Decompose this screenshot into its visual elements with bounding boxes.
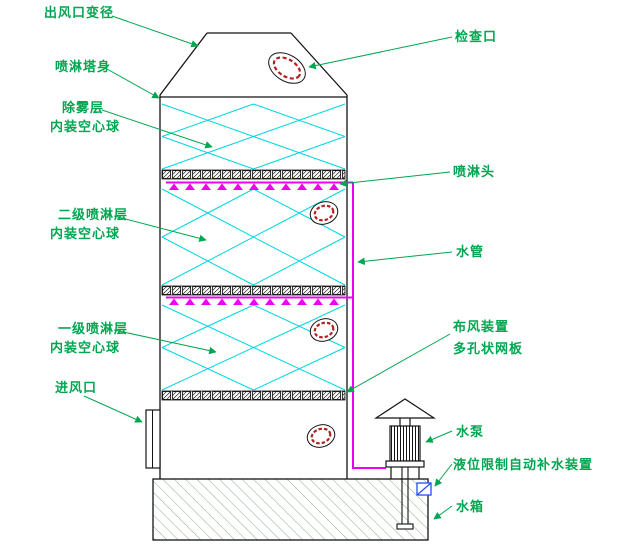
lattice-line xyxy=(161,304,346,391)
inspection-port-top xyxy=(268,52,306,84)
label-secondary-fill: 内装空心球 xyxy=(50,226,120,241)
leader-water-pump xyxy=(425,430,453,443)
leader-primary-layer xyxy=(113,329,217,355)
lattice-line xyxy=(253,136,346,170)
pump-vent-cap xyxy=(373,398,437,419)
leader-secondary-layer xyxy=(113,215,207,242)
port-outer-ring xyxy=(268,52,306,84)
leader-inspection-port xyxy=(308,36,453,70)
label-auto-refill: 液位限制自动补水装置 xyxy=(453,457,593,472)
label-inspection-port: 检查口 xyxy=(455,29,497,44)
inspection-ports xyxy=(268,52,339,448)
label-primary-fill: 内装空心球 xyxy=(50,340,120,355)
lattice-line xyxy=(161,188,346,286)
leader-water-pipe xyxy=(357,251,453,266)
label-spray-head: 喷淋头 xyxy=(453,164,495,179)
outlet-reducer-left-slope xyxy=(159,32,208,96)
leader-spray-head xyxy=(339,171,451,187)
annotation-labels: 出风口变径 检查口 喷淋塔身 除雾层 内装空心球 喷淋头 二级喷淋层 内装空心球… xyxy=(44,5,593,514)
label-water-pipe: 水管 xyxy=(456,244,484,259)
refill-valve-diagonal xyxy=(416,482,432,496)
label-tower-body: 喷淋塔身 xyxy=(55,59,111,74)
leader-demister xyxy=(101,109,213,149)
pump-suction-foot xyxy=(396,523,414,530)
lattice-line xyxy=(253,188,346,238)
port-inner-ring xyxy=(310,427,332,445)
lattice-line xyxy=(253,103,346,137)
label-secondary-layer: 二级喷淋层 xyxy=(58,207,128,222)
packing-layer-secondary xyxy=(161,188,346,286)
support-plates xyxy=(161,169,346,401)
lattice-line xyxy=(161,236,254,286)
lattice-line xyxy=(253,347,346,391)
spray-nozzles-2 xyxy=(166,298,342,306)
inspection-port-bottom xyxy=(306,424,336,448)
lattice-line xyxy=(253,236,346,286)
inspection-port-middle-1 xyxy=(309,201,339,225)
leader-air-inlet xyxy=(83,395,143,423)
leader-air-distributor xyxy=(346,333,451,393)
leader-water-tank xyxy=(433,505,453,520)
lattice-line xyxy=(161,103,346,170)
label-water-pump: 水泵 xyxy=(456,424,484,439)
inspection-port-middle-2 xyxy=(309,318,339,342)
spray-nozzles-1 xyxy=(166,183,342,191)
mesh-plate-1 xyxy=(161,169,346,180)
label-air-inlet: 进风口 xyxy=(55,380,97,395)
pump-motor-body xyxy=(389,425,421,462)
lattice-line xyxy=(161,188,254,238)
port-inner-ring xyxy=(313,204,335,222)
lattice-line xyxy=(161,136,254,170)
port-inner-ring xyxy=(313,321,335,339)
packing-layer-primary xyxy=(161,304,346,391)
leader-lines xyxy=(83,15,453,520)
packing-layer-demister xyxy=(161,103,346,170)
air-inlet-duct xyxy=(145,409,161,469)
label-demister-layer: 除雾层 xyxy=(62,100,104,115)
lattice-line xyxy=(161,304,254,348)
water-tank-group xyxy=(152,478,429,541)
water-tank-body xyxy=(152,478,429,541)
pump-group xyxy=(373,398,437,530)
lattice-line xyxy=(161,103,254,137)
label-primary-layer: 一级喷淋层 xyxy=(58,321,128,336)
spray-system xyxy=(166,181,386,469)
lattice-line xyxy=(161,347,254,391)
label-air-distributor: 布风装置 xyxy=(453,319,509,334)
port-inner-ring xyxy=(272,56,302,80)
mesh-plate-2 xyxy=(161,285,346,296)
auto-refill-device xyxy=(416,482,432,496)
label-outlet-reducer: 出风口变径 xyxy=(44,5,114,20)
leader-outlet-reducer xyxy=(111,15,199,48)
label-water-tank: 水箱 xyxy=(456,499,484,514)
leader-auto-refill xyxy=(434,463,453,487)
water-pipe-line xyxy=(352,182,386,469)
label-demister-fill: 内装空心球 xyxy=(50,119,120,134)
leader-tower-body xyxy=(106,68,160,99)
outlet-reducer-right-slope xyxy=(290,32,348,96)
pump-base xyxy=(385,460,425,468)
lattice-line xyxy=(253,304,346,348)
label-mesh-plate: 多孔状网板 xyxy=(453,341,523,356)
mesh-plate-3 xyxy=(161,390,346,401)
